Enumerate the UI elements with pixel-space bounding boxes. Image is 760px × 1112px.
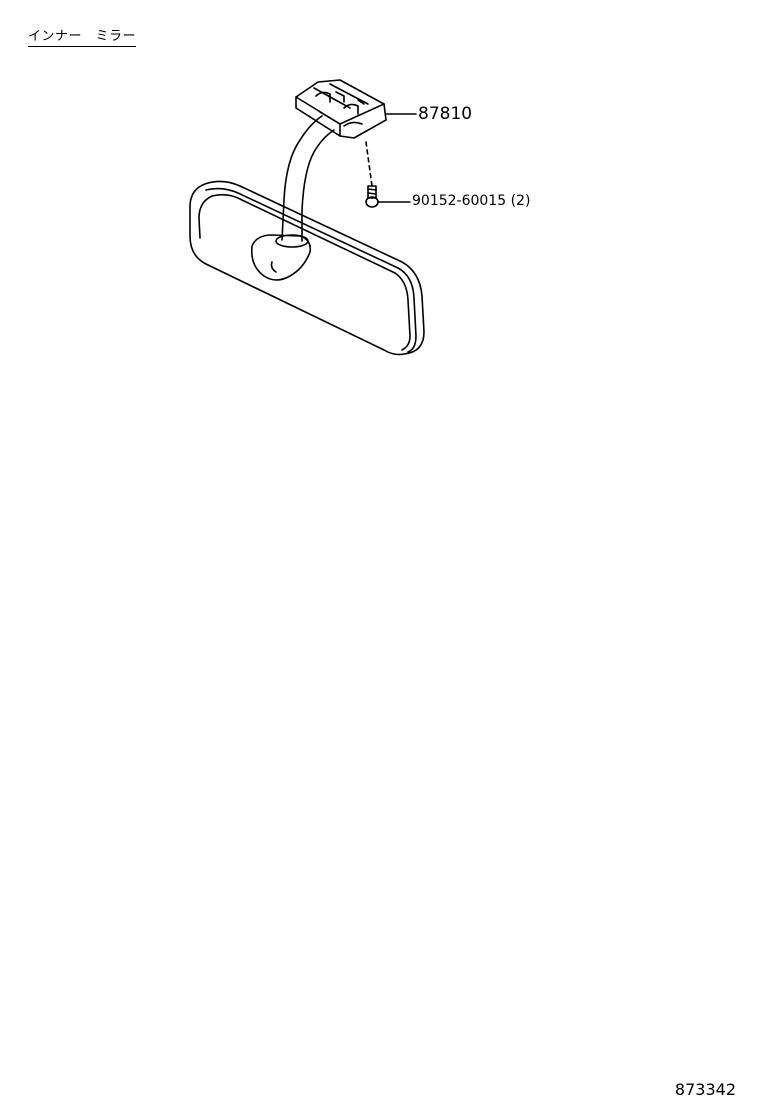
illustration-code: 873342 [674, 1080, 736, 1099]
bracket-face-left [319, 111, 341, 125]
bracket-front-edge [295, 96, 385, 125]
bracket-slot-2 [343, 103, 359, 115]
stem-socket [275, 234, 309, 248]
part-number-87810: 87810 [418, 104, 473, 124]
bracket-slot-1 [315, 91, 331, 103]
stem-arm-right [301, 129, 335, 242]
stem-base-boss [250, 234, 312, 281]
mirror-rim-right-1 [397, 267, 417, 353]
mirror-rim-top-1 [205, 187, 399, 269]
mounting-bracket [295, 79, 387, 139]
mirror-rim-top-2 [211, 193, 396, 274]
part-number-screw: 90152-60015 [412, 193, 507, 209]
bracket-slot-4 [357, 99, 365, 105]
mirror-rim-left [198, 195, 213, 239]
stem-arm-left [281, 115, 323, 241]
diagram-title: インナー ミラー [28, 28, 137, 47]
bracket-inner-1 [313, 87, 351, 109]
mirror-rim-right-2 [394, 272, 411, 351]
screw-install-dash [365, 141, 373, 187]
screw-callout: 90152-60015 (2) [412, 192, 530, 210]
mirror-body-outline [189, 180, 425, 356]
screw-quantity: (2) [510, 193, 531, 209]
bracket-inner-2 [329, 83, 369, 105]
boss-detail [270, 261, 277, 273]
bracket-face-detail [343, 121, 363, 127]
bracket-slot-3 [335, 91, 345, 103]
